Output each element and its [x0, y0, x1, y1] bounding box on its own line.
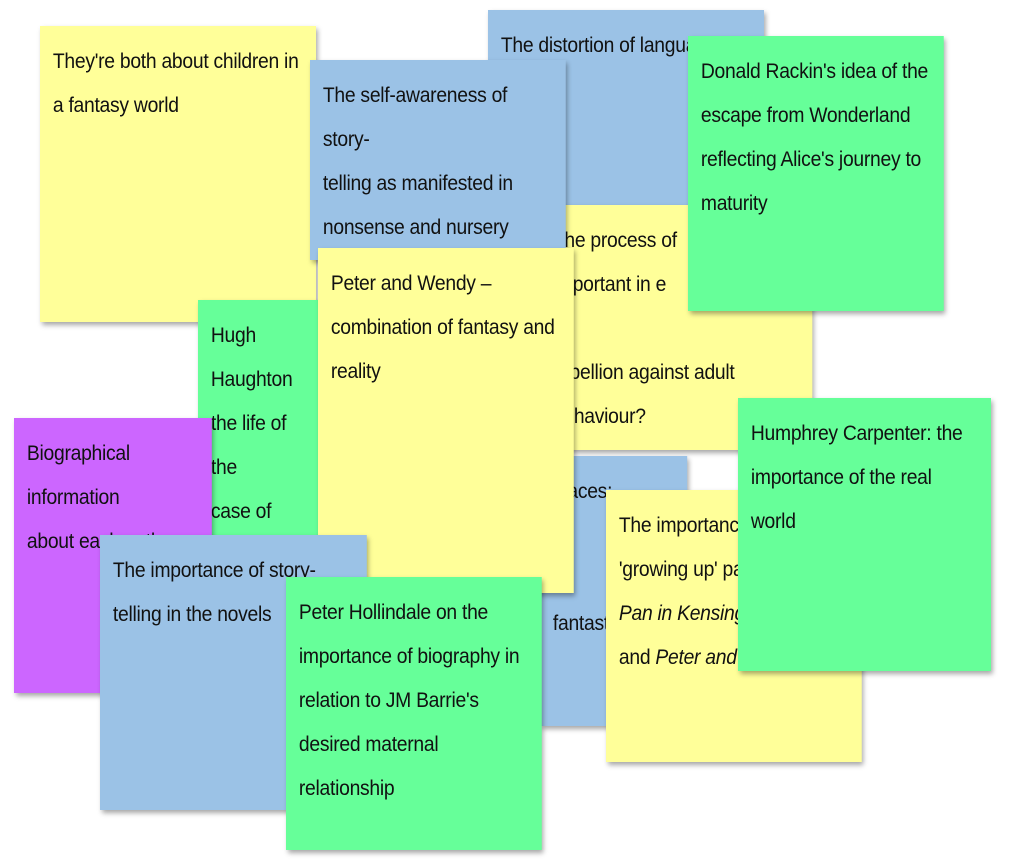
note-prefix: and: [618, 646, 656, 669]
note-haughton[interactable]: Hugh Haughton the life of the case of Le…: [198, 300, 327, 535]
note-text: Humphrey Carpenter: the importance of th…: [750, 422, 963, 533]
note-children-fantasy[interactable]: They're both about children in a fantasy…: [40, 26, 316, 322]
note-text: Peter and Wendy – combination of fantasy…: [330, 272, 555, 383]
note-text: Hugh Haughton the life of the case of Le…: [210, 324, 293, 523]
note-rackin[interactable]: Donald Rackin's idea of the escape from …: [688, 36, 944, 311]
note-self-awareness[interactable]: The self-awareness of story- telling as …: [310, 60, 566, 260]
note-text: Donald Rackin's idea of the escape from …: [700, 60, 929, 215]
note-hollindale[interactable]: Peter Hollindale on the importance of bi…: [286, 577, 542, 850]
note-text: The self-awareness of story- telling as …: [322, 84, 513, 239]
note-text: The importance of story- telling in the …: [112, 559, 316, 626]
note-line: 'growing up' pa: [618, 558, 744, 581]
note-text: They're both about children in a fantasy…: [52, 50, 299, 117]
note-carpenter[interactable]: Humphrey Carpenter: the importance of th…: [738, 398, 991, 671]
note-text: Peter Hollindale on the importance of bi…: [298, 601, 520, 800]
